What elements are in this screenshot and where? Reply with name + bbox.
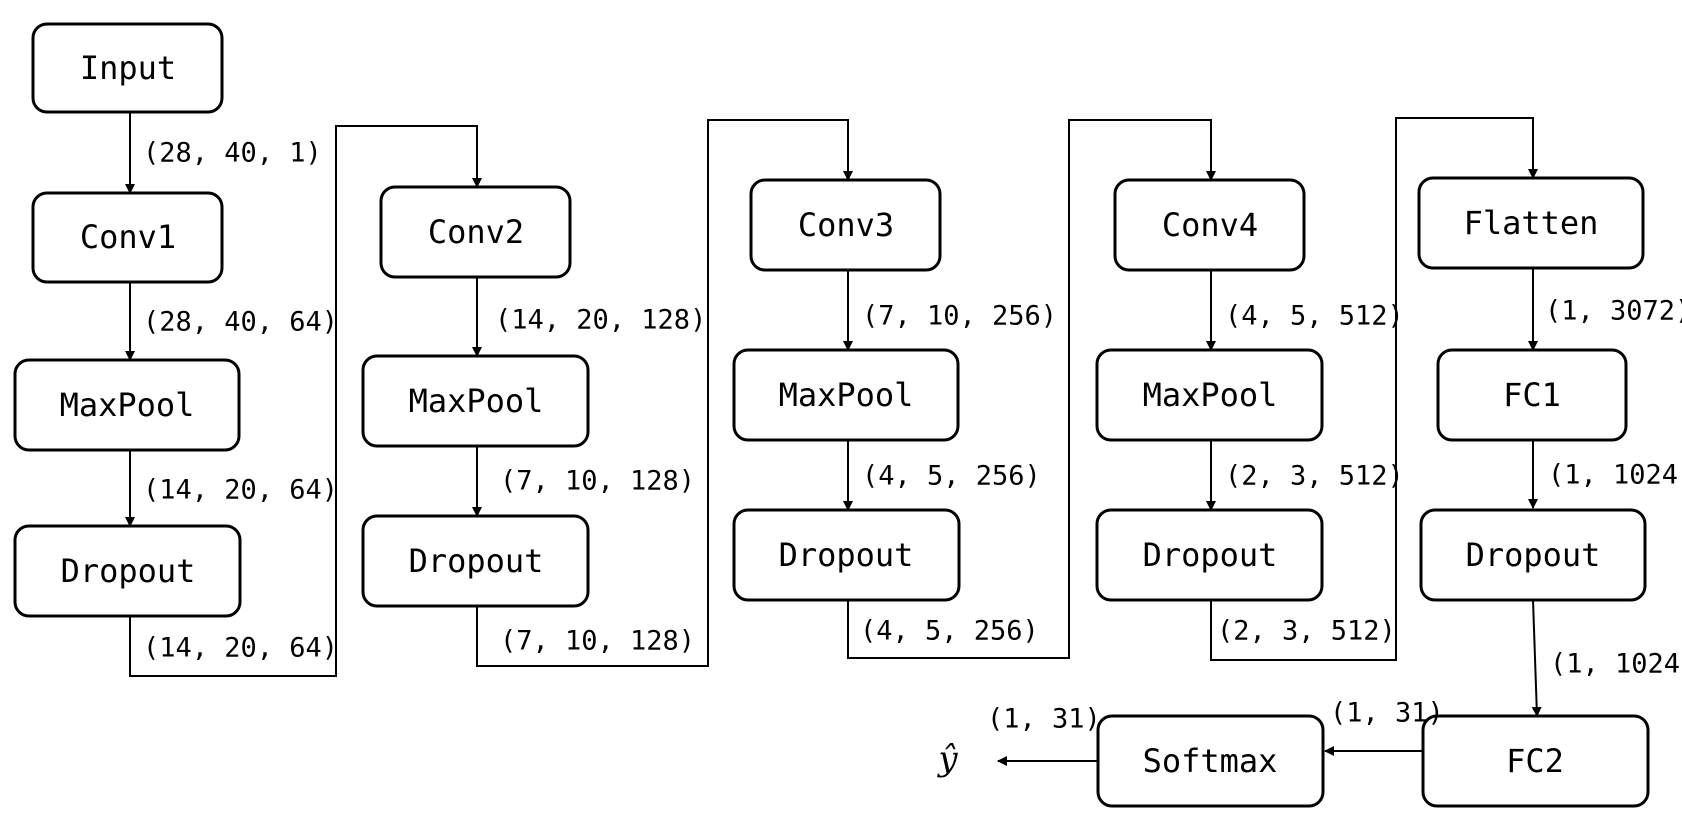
node-maxpool-1-label: MaxPool (60, 386, 195, 424)
node-conv4-label: Conv4 (1162, 206, 1258, 244)
edge-dropout5-fc2 (1531, 599, 1542, 717)
node-maxpool-4: MaxPool (1095, 348, 1324, 442)
edge-dropout4-flatten (1210, 117, 1538, 661)
node-fc2: FC2 (1421, 714, 1650, 808)
edge-dropout1-conv2 (129, 125, 482, 677)
node-softmax: Softmax (1096, 714, 1325, 808)
shape-label: (7, 10, 128) (500, 466, 695, 497)
nodes: Input Conv1 MaxPool Dropout Conv2 MaxPoo… (13, 22, 1650, 808)
node-dropout-3-label: Dropout (779, 536, 914, 574)
shape-label: (14, 20, 64) (143, 475, 338, 506)
shape-label: (1, 3072) (1545, 296, 1682, 327)
node-flatten-label: Flatten (1464, 204, 1599, 242)
edge-dropout3-conv4 (847, 119, 1216, 659)
edges (125, 112, 1542, 766)
shape-label: (1, 1024) (1548, 460, 1682, 491)
node-fc2-label: FC2 (1506, 742, 1564, 780)
node-dropout-5-label: Dropout (1466, 536, 1601, 574)
node-conv3-label: Conv3 (798, 206, 894, 244)
node-input: Input (31, 22, 224, 114)
node-dropout-5: Dropout (1419, 508, 1647, 602)
node-maxpool-3: MaxPool (732, 348, 960, 442)
node-maxpool-2: MaxPool (361, 354, 590, 448)
node-maxpool-3-label: MaxPool (779, 376, 914, 414)
shape-label: (1, 31) (1330, 698, 1444, 729)
shape-label: (28, 40, 1) (143, 138, 322, 169)
node-maxpool-4-label: MaxPool (1143, 376, 1278, 414)
node-flatten: Flatten (1417, 176, 1645, 270)
node-conv3: Conv3 (749, 178, 942, 272)
node-maxpool-2-label: MaxPool (409, 382, 544, 420)
edge-dropout2-conv3 (476, 119, 853, 667)
node-fc1-label: FC1 (1503, 376, 1561, 414)
shape-label: (14, 20, 128) (495, 305, 706, 336)
shape-label: (2, 3, 512) (1225, 461, 1404, 492)
node-input-label: Input (80, 49, 176, 87)
node-maxpool-1: MaxPool (13, 358, 241, 452)
shape-label: (2, 3, 512) (1217, 616, 1396, 647)
shape-labels: (28, 40, 1) (28, 40, 64) (14, 20, 64) (1… (143, 138, 1682, 735)
node-softmax-label: Softmax (1143, 742, 1278, 780)
node-conv1-label: Conv1 (80, 218, 176, 256)
shape-label: (4, 5, 512) (1225, 301, 1404, 332)
node-dropout-1: Dropout (13, 524, 242, 618)
node-dropout-2-label: Dropout (409, 542, 544, 580)
node-fc1: FC1 (1436, 348, 1628, 442)
node-dropout-2: Dropout (361, 514, 590, 608)
node-conv2: Conv2 (379, 185, 572, 279)
shape-label: (28, 40, 64) (143, 307, 338, 338)
shape-label: (1, 1024) (1550, 649, 1682, 680)
node-conv1: Conv1 (31, 191, 224, 284)
shape-label: (7, 10, 256) (862, 301, 1057, 332)
node-dropout-1-label: Dropout (61, 552, 196, 590)
shape-label: (4, 5, 256) (862, 461, 1041, 492)
node-conv4: Conv4 (1113, 178, 1306, 272)
node-dropout-4: Dropout (1095, 508, 1324, 602)
shape-label: (7, 10, 128) (500, 626, 695, 657)
node-dropout-3: Dropout (732, 508, 961, 602)
node-dropout-4-label: Dropout (1143, 536, 1278, 574)
shape-label: (14, 20, 64) (143, 633, 338, 664)
shape-label: (1, 31) (987, 704, 1101, 735)
node-conv2-label: Conv2 (428, 213, 524, 251)
output-y-hat: ŷ (936, 739, 958, 779)
shape-label: (4, 5, 256) (860, 616, 1039, 647)
